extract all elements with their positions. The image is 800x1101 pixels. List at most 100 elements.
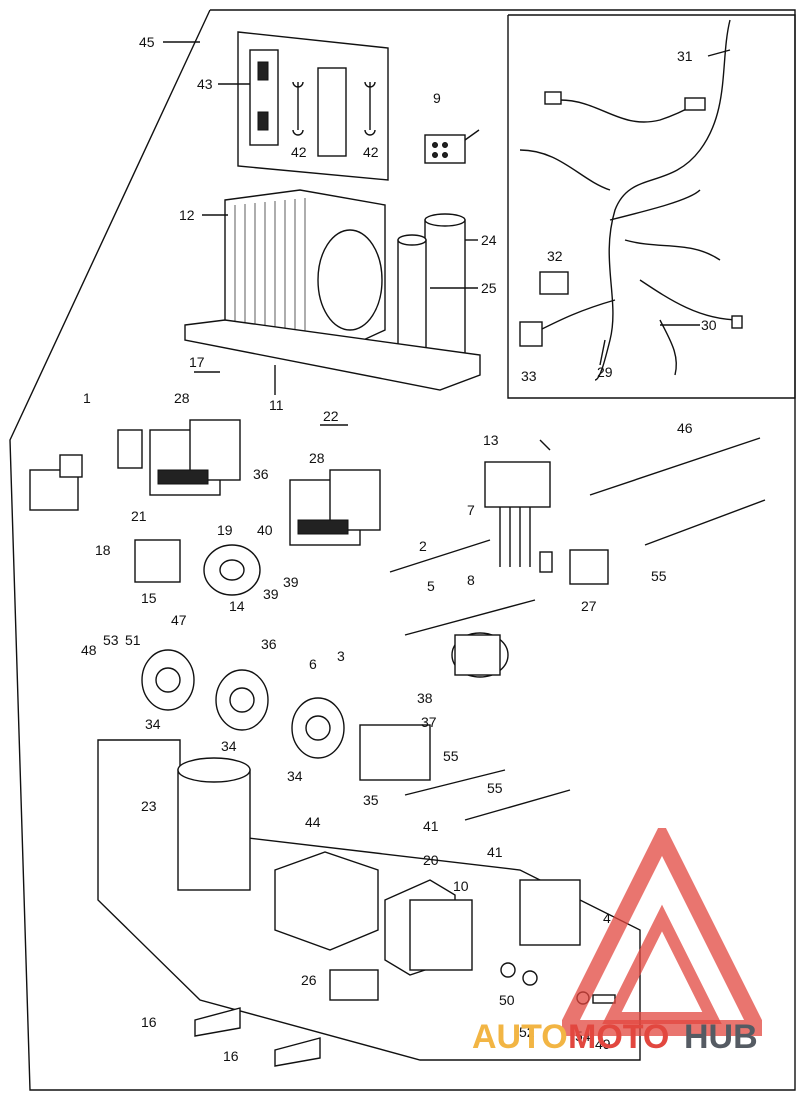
part-label-55: 55 xyxy=(487,780,503,796)
part-label-42: 42 xyxy=(363,144,379,160)
harness-inset-box xyxy=(507,14,796,399)
part-label-42: 42 xyxy=(291,144,307,160)
watermark-triangle-logo xyxy=(562,828,762,1036)
part-label-26: 26 xyxy=(301,972,317,988)
terminal-bracket xyxy=(29,429,143,511)
cable-8 xyxy=(404,599,536,636)
watermark-moto: MOTO xyxy=(568,1018,670,1056)
part-label-55: 55 xyxy=(443,748,459,764)
part-label-46: 46 xyxy=(677,420,693,436)
part-label-22: 22 xyxy=(323,408,339,424)
part-label-32: 32 xyxy=(547,248,563,264)
part-label-16: 16 xyxy=(141,1014,157,1030)
part-label-31: 31 xyxy=(677,48,693,64)
part-label-24: 24 xyxy=(481,232,497,248)
part-label-36: 36 xyxy=(261,636,277,652)
part-label-21: 21 xyxy=(131,508,147,524)
part-label-39: 39 xyxy=(263,586,279,602)
part-label-5: 5 xyxy=(427,578,435,594)
part-label-44: 44 xyxy=(305,814,321,830)
meter-left xyxy=(149,419,241,496)
socket-right xyxy=(291,697,345,759)
nut-50 xyxy=(500,962,516,978)
part-label-51: 51 xyxy=(125,632,141,648)
part-label-33: 33 xyxy=(521,368,537,384)
plate-26 xyxy=(329,969,379,1001)
part-label-45: 45 xyxy=(139,34,155,50)
meter-right xyxy=(289,469,381,546)
wiring-harness xyxy=(519,19,743,381)
part-label-3: 3 xyxy=(337,648,345,664)
part-label-50: 50 xyxy=(499,992,515,1008)
stud-lower xyxy=(274,1037,321,1067)
fuse-holders-41 xyxy=(404,769,571,821)
part-label-35: 35 xyxy=(363,792,379,808)
outlet-35 xyxy=(359,724,431,781)
part-label-19: 19 xyxy=(217,522,233,538)
part-label-34: 34 xyxy=(287,768,303,784)
block-27 xyxy=(569,549,609,585)
stud-upper xyxy=(194,1007,241,1037)
part-label-40: 40 xyxy=(257,522,273,538)
rotary-control xyxy=(203,544,261,596)
frame-outline xyxy=(9,9,796,1091)
capacitor-pair xyxy=(397,213,466,356)
resistor-block xyxy=(134,539,181,583)
fuse-inset-box xyxy=(237,31,389,181)
part-label-14: 14 xyxy=(229,598,245,614)
capacitor-23 xyxy=(177,757,251,891)
socket-left xyxy=(141,649,195,711)
part-label-16: 16 xyxy=(223,1048,239,1064)
cable-upper xyxy=(644,499,766,546)
cable-46 xyxy=(589,437,761,496)
part-label-48: 48 xyxy=(81,642,97,658)
relay-assembly xyxy=(484,461,553,573)
socket-middle xyxy=(215,669,269,731)
part-label-27: 27 xyxy=(581,598,597,614)
cable-7 xyxy=(389,539,491,573)
solenoid xyxy=(451,632,509,678)
part-label-55: 55 xyxy=(651,568,667,584)
watermark-auto: AUTO xyxy=(472,1018,568,1056)
part-label-8: 8 xyxy=(467,572,475,588)
part-label-18: 18 xyxy=(95,542,111,558)
leader-lines xyxy=(163,41,731,451)
part-label-20: 20 xyxy=(423,852,439,868)
part-label-6: 6 xyxy=(309,656,317,672)
part-label-36: 36 xyxy=(253,466,269,482)
part-label-9: 9 xyxy=(433,90,441,106)
part-label-10: 10 xyxy=(453,878,469,894)
part-label-1: 1 xyxy=(83,390,91,406)
base-plate xyxy=(184,319,481,391)
watermark: AUTO MOTO HUB xyxy=(472,828,794,1062)
part-label-29: 29 xyxy=(597,364,613,380)
part-label-17: 17 xyxy=(189,354,205,370)
part-label-37: 37 xyxy=(421,714,437,730)
part-label-23: 23 xyxy=(141,798,157,814)
part-label-34: 34 xyxy=(221,738,237,754)
washer-52 xyxy=(522,970,538,986)
part-label-49: 49 xyxy=(595,1036,611,1052)
part-label-28: 28 xyxy=(174,390,190,406)
part-label-15: 15 xyxy=(141,590,157,606)
watermark-hub: HUB xyxy=(684,1018,758,1056)
part-label-41: 41 xyxy=(487,844,503,860)
part-label-34: 34 xyxy=(145,716,161,732)
part-label-38: 38 xyxy=(417,690,433,706)
part-label-53: 53 xyxy=(103,632,119,648)
part-label-11: 11 xyxy=(269,397,284,413)
part-label-7: 7 xyxy=(467,502,475,518)
part-label-43: 43 xyxy=(197,76,213,92)
part-label-4: 4 xyxy=(603,910,611,926)
part-label-30: 30 xyxy=(701,317,717,333)
part-label-41: 41 xyxy=(423,818,439,834)
part-label-47: 47 xyxy=(171,612,187,628)
part-label-25: 25 xyxy=(481,280,497,296)
relay-4 xyxy=(519,879,581,946)
part-label-12: 12 xyxy=(179,207,195,223)
part-label-28: 28 xyxy=(309,450,325,466)
part-label-52: 52 xyxy=(519,1024,535,1040)
part-label-39: 39 xyxy=(283,574,299,590)
regulator-44 xyxy=(274,851,379,951)
